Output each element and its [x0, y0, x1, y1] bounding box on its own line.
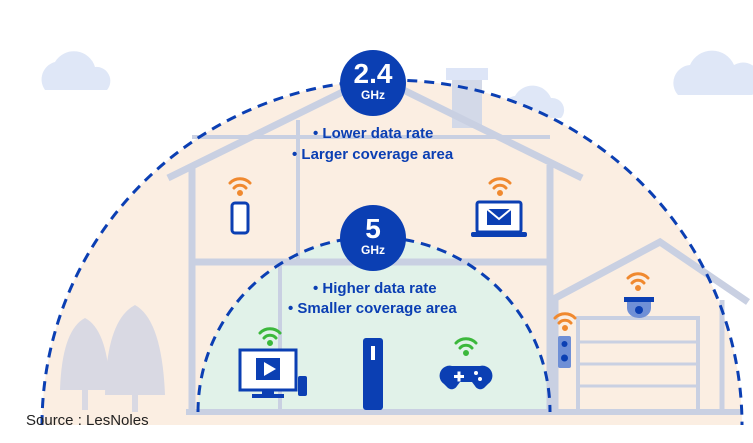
- wifi-icon: [553, 312, 577, 331]
- laptop-icon: [471, 200, 527, 237]
- trees: [60, 305, 165, 412]
- chimney: [446, 68, 488, 128]
- wifi-icons: [228, 177, 650, 356]
- video-doorbell-icon: [558, 336, 571, 368]
- wifi-icon: [626, 272, 650, 291]
- wifi-icon: [258, 327, 282, 346]
- feature-text: Smaller coverage area: [288, 300, 456, 317]
- security-camera-icon: [624, 297, 654, 318]
- smart-tv-icon: [238, 348, 307, 398]
- router-icon: [363, 338, 383, 410]
- wifi-icon: [228, 177, 252, 196]
- frequency-value: 5: [365, 213, 381, 244]
- feature-text: Higher data rate: [313, 280, 436, 297]
- frequency-unit: GHz: [361, 243, 385, 257]
- game-controller-icon: [439, 365, 493, 390]
- 5ghz-badge: 5 GHz: [340, 205, 406, 271]
- frequency-value: 2.4: [353, 58, 393, 89]
- wifi-icon: [454, 337, 478, 356]
- feature-text: Larger coverage area: [292, 146, 453, 163]
- frequency-unit: GHz: [361, 88, 385, 102]
- wifi-icon: [488, 177, 512, 196]
- 2-4ghz-badge: 2.4 GHz: [340, 50, 406, 116]
- smartphone-icon: [230, 201, 250, 235]
- source-caption: Source : LesNoles: [26, 412, 149, 429]
- feature-text: Lower data rate: [313, 125, 433, 142]
